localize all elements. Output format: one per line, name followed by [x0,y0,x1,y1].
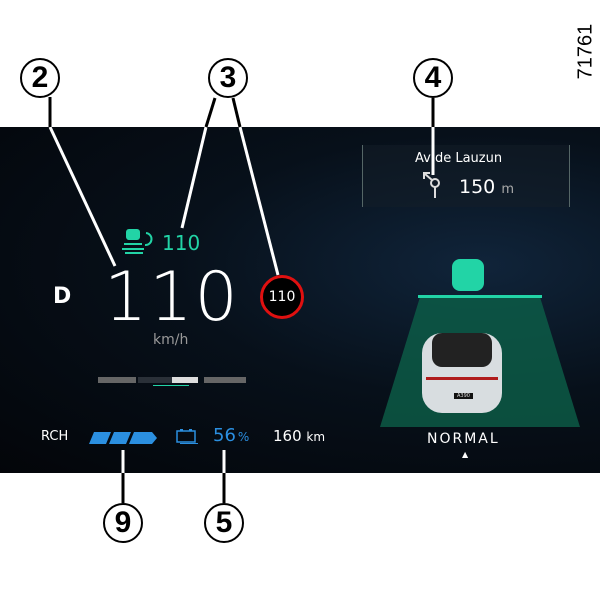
lane-position-bar [98,377,246,386]
speed-readout: 110 [104,258,240,337]
battery-percentage: 56% [213,425,249,446]
battery-icon [176,428,200,448]
speed-unit: km/h [153,332,189,348]
nav-street-name: Av de Lauzun [415,151,503,166]
callout-4: 4 [413,58,453,98]
drive-mode-caret-icon[interactable]: ▲ [462,450,469,459]
range-value: 160 [273,427,302,445]
regen-label: RCH [41,429,69,444]
battery-percent-unit: % [237,430,250,444]
range-readout: 160 km [273,427,325,445]
navigation-panel: Av de Lauzun 150 m [362,145,570,207]
nav-distance-unit: m [501,182,514,197]
acc-set-speed: 110 [162,231,201,255]
drive-mode-label[interactable]: NORMAL [427,431,500,447]
battery-percent-value: 56 [213,425,236,446]
speed-limit-value: 110 [268,289,296,305]
callout-9: 9 [103,503,143,543]
nav-distance: 150 m [459,176,514,198]
acc-icon [122,227,154,255]
range-unit: km [306,430,326,444]
nav-distance-value: 150 [459,176,496,198]
vehicle-badge: A390 [454,393,473,399]
callout-3: 3 [208,58,248,98]
roundabout-turn-icon [423,172,443,202]
gear-indicator: D [53,284,72,309]
regen-level-gauge [89,430,159,449]
callout-5: 5 [204,503,244,543]
adas-road-scene [380,259,580,427]
speed-limit-sign: 110 [260,275,304,319]
figure-number: 71761 [574,23,597,80]
callout-2: 2 [20,58,60,98]
